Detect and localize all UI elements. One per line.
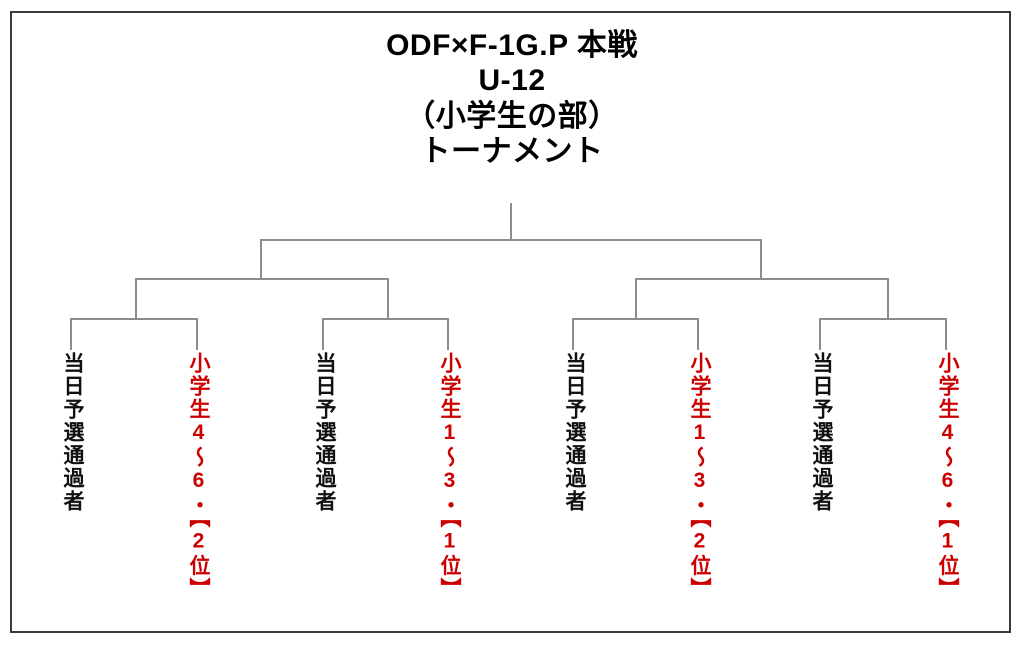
bracket-entry-7: 当日予選通過者 [810, 352, 833, 513]
round1-stem-slot-1 [70, 318, 72, 350]
title-line-4: トーナメント [420, 135, 604, 169]
round1-bar-match-1 [70, 318, 198, 320]
round1-stem-slot-3 [322, 318, 324, 350]
title-line-3: （小学生の部） [405, 99, 619, 133]
final-left-drop [260, 239, 262, 280]
champion-stem [510, 203, 512, 241]
final-right-drop [760, 239, 762, 280]
bracket-entry-1: 当日予選通過者 [61, 352, 84, 513]
round1-bar-match-4 [819, 318, 947, 320]
round1-stem-slot-2 [196, 318, 198, 350]
bracket-entry-5: 当日予選通過者 [563, 352, 586, 513]
semifinal-left-left-drop [135, 278, 137, 320]
bracket-entry-2: 小学生4〜6・【2位】 [187, 352, 210, 601]
round1-stem-slot-7 [819, 318, 821, 350]
semifinal-left-right-drop [387, 278, 389, 320]
round1-bar-match-3 [572, 318, 699, 320]
page-title: ODF×F-1G.P 本戦 U-12 （小学生の部） トーナメント [0, 28, 1024, 170]
bracket-entry-3: 当日予選通過者 [313, 352, 336, 513]
round1-bar-match-2 [322, 318, 449, 320]
round1-stem-slot-4 [447, 318, 449, 350]
round1-stem-slot-6 [697, 318, 699, 350]
semifinal-right-right-drop [887, 278, 889, 320]
semifinal-bar-right [635, 278, 889, 280]
title-line-2: U-12 [478, 64, 546, 98]
round1-stem-slot-5 [572, 318, 574, 350]
semifinal-bar-left [135, 278, 389, 280]
final-connector-bar [260, 239, 762, 241]
bracket-entry-4: 小学生1〜3・【1位】 [438, 352, 461, 601]
diagram-frame [10, 11, 1011, 633]
title-line-1: ODF×F-1G.P 本戦 [386, 29, 638, 62]
semifinal-right-left-drop [635, 278, 637, 320]
bracket-entry-6: 小学生1〜3・【2位】 [688, 352, 711, 601]
bracket-entry-8: 小学生4〜6・【1位】 [936, 352, 959, 601]
round1-stem-slot-8 [945, 318, 947, 350]
